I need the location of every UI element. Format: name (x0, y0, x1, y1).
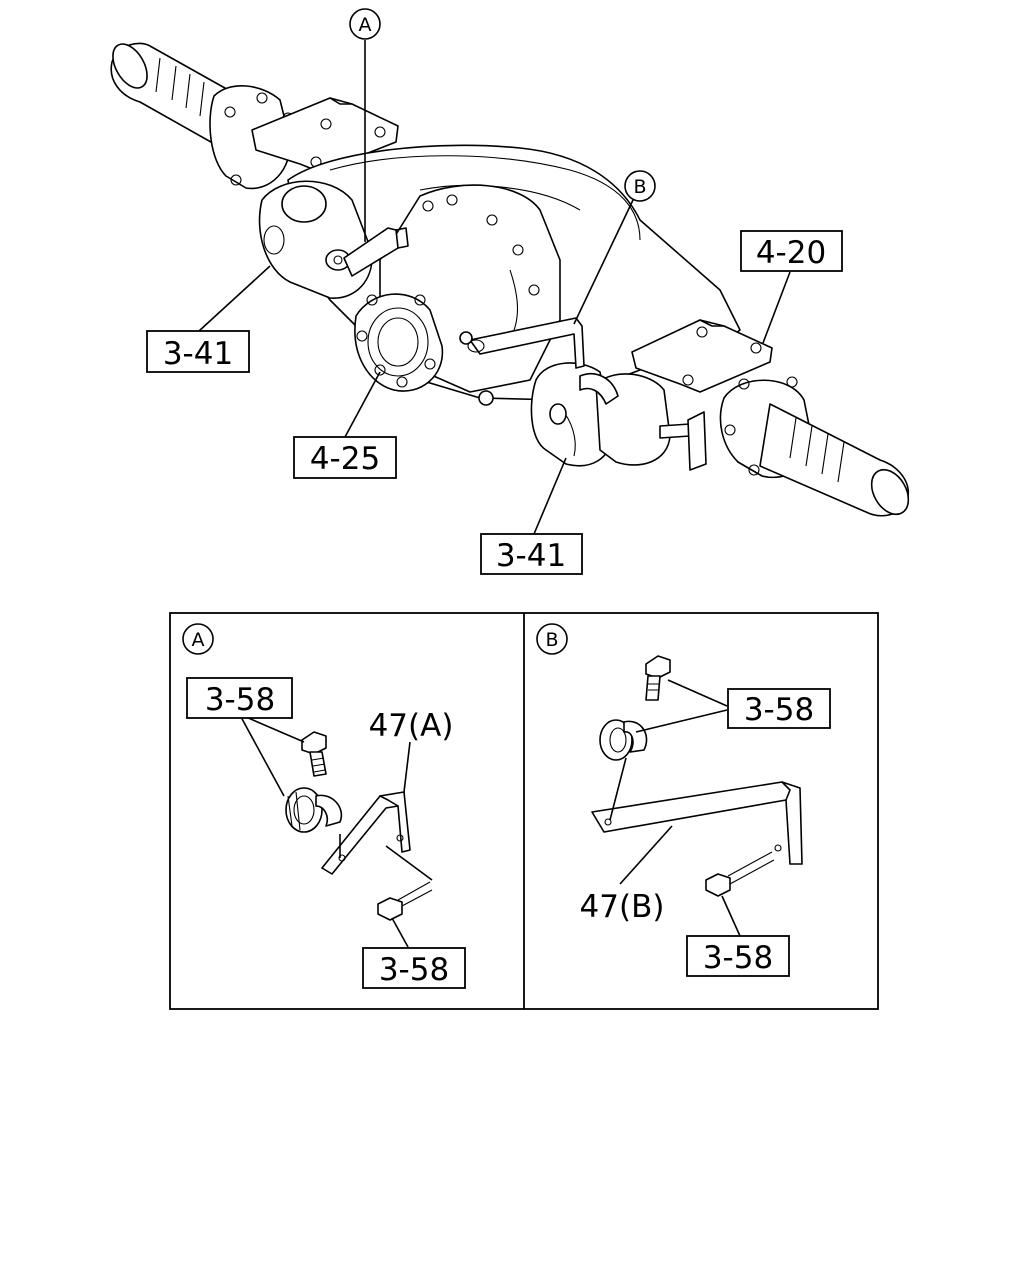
detail-panels-frame (169, 612, 879, 1010)
svg-text:3-58: 3-58 (205, 682, 275, 718)
callout-b: B (573, 170, 656, 325)
label-3-41-left: 3-41 (146, 330, 250, 373)
svg-text:B: B (545, 629, 558, 651)
label-b-3-58-top: 3-58 (727, 688, 831, 729)
detail-a-panel: A (182, 623, 466, 989)
label-4-20: 4-20 (740, 230, 843, 272)
label-a-47a: 47(A) (369, 708, 454, 744)
svg-text:3-41: 3-41 (496, 538, 566, 574)
detail-b-bracket-47b (591, 781, 803, 865)
detail-b-bolt-bottom (705, 851, 775, 897)
main-leaders (198, 265, 791, 535)
callout-a-letter: A (359, 14, 372, 36)
label-b-47b: 47(B) (580, 889, 665, 925)
svg-text:3-41: 3-41 (163, 336, 233, 372)
callout-b-letter: B (633, 176, 646, 198)
svg-text:4-25: 4-25 (310, 441, 380, 477)
detail-b-panel: B (536, 623, 831, 977)
detail-b-bolt-top (645, 655, 671, 701)
svg-text:A: A (192, 629, 205, 651)
detail-b-clip (599, 719, 648, 761)
label-4-25: 4-25 (293, 436, 397, 479)
detail-a-bolt-bottom (377, 881, 433, 921)
detail-b-marker: B (536, 623, 568, 655)
label-a-3-58-bottom: 3-58 (362, 947, 466, 989)
rear-axle-assembly (110, 42, 910, 517)
detail-a-bracket-47a (321, 791, 411, 875)
svg-text:3-58: 3-58 (379, 952, 449, 988)
label-a-3-58-top: 3-58 (186, 677, 293, 719)
label-3-41-bottom: 3-41 (480, 533, 583, 575)
svg-text:3-58: 3-58 (744, 692, 814, 728)
detail-a-clip (285, 787, 343, 833)
callout-a: A (349, 8, 381, 242)
detail-a-bolt-top (301, 731, 327, 777)
detail-a-marker: A (182, 623, 214, 655)
label-b-3-58-bottom: 3-58 (686, 935, 790, 977)
svg-text:3-58: 3-58 (703, 940, 773, 976)
svg-text:4-20: 4-20 (756, 235, 826, 271)
